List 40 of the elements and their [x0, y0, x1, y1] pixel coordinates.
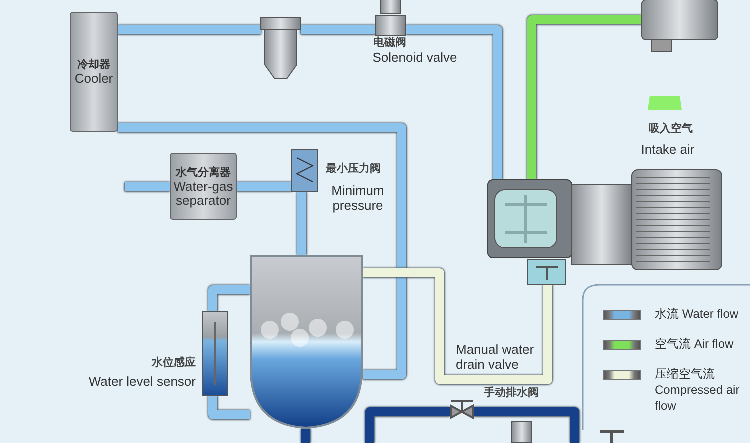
pipe [528, 16, 642, 180]
pipe [474, 408, 580, 443]
component-label: 最小压力阀 [326, 162, 382, 177]
separator-box [170, 153, 237, 220]
compressor-drawing [488, 180, 572, 258]
component-label: Intake air [640, 142, 696, 157]
component-label: Manual water drain valve [456, 342, 536, 372]
pipe [125, 182, 170, 192]
component-label: 水气分离器 [174, 166, 232, 180]
component-label: 手动排水阀 [484, 386, 540, 401]
pipe [118, 26, 261, 34]
filter-drawing [261, 18, 301, 80]
tank-drawing [250, 255, 363, 429]
legend-label: 水流 Water flow [655, 306, 740, 322]
pipe [118, 124, 406, 380]
air-filter-drawing [642, 0, 718, 53]
component-label: Water level sensor [88, 374, 196, 389]
pipe [363, 268, 552, 384]
pipe [298, 192, 306, 255]
pipe [237, 182, 292, 192]
pipe [366, 408, 450, 443]
pressure-valve-drawing [292, 150, 318, 192]
water-level-sensor-drawing [203, 312, 228, 396]
component-label: Minimum pressure [330, 183, 386, 213]
drain-trap-drawing [528, 260, 566, 285]
pipe [406, 26, 502, 180]
motor-drawing [572, 170, 722, 270]
component-label: 电磁阀 [372, 36, 408, 51]
pipe [301, 26, 376, 34]
component-label: Water-gas separator [172, 180, 234, 208]
pipe [302, 429, 310, 443]
component-label: 吸入空气 [648, 122, 694, 137]
legend-label: 压缩空气流 Compressed air flow [655, 366, 741, 414]
component-label: 冷却器 [76, 58, 112, 72]
solenoid-valve-drawing [376, 0, 406, 36]
component-label: Solenoid valve [372, 50, 458, 65]
component-label: 水位感应 [150, 356, 196, 371]
cooler-box [70, 12, 118, 132]
legend-label: 空气流 Air flow [655, 336, 735, 352]
component-label: Cooler [74, 72, 114, 86]
